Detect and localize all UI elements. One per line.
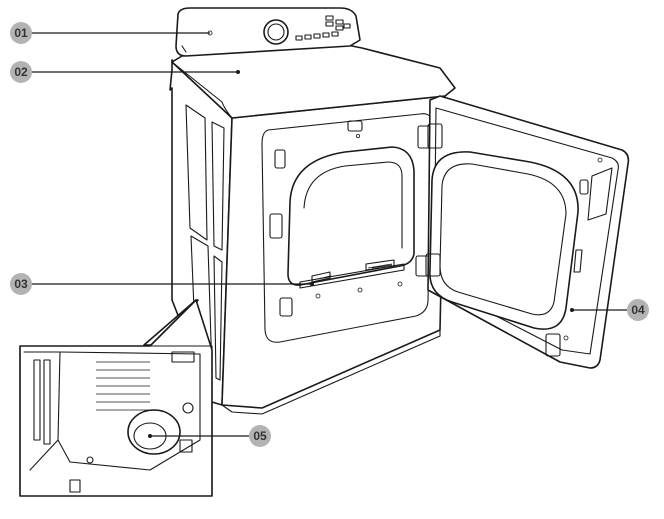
callout-label-04: 04 (631, 303, 645, 317)
callout-label-05: 05 (253, 429, 267, 443)
control-panel (175, 7, 361, 57)
callout-05: 05 (148, 425, 271, 447)
callout-01: 01 (10, 22, 213, 44)
callout-04: 04 (570, 299, 649, 321)
inset-rear-view (19, 299, 213, 497)
callout-label-02: 02 (14, 65, 28, 79)
callout-label-01: 01 (14, 26, 28, 40)
dryer-door (425, 95, 630, 369)
callout-03: 03 (10, 273, 314, 295)
callout-label-03: 03 (14, 277, 28, 291)
callout-02: 02 (10, 61, 240, 83)
